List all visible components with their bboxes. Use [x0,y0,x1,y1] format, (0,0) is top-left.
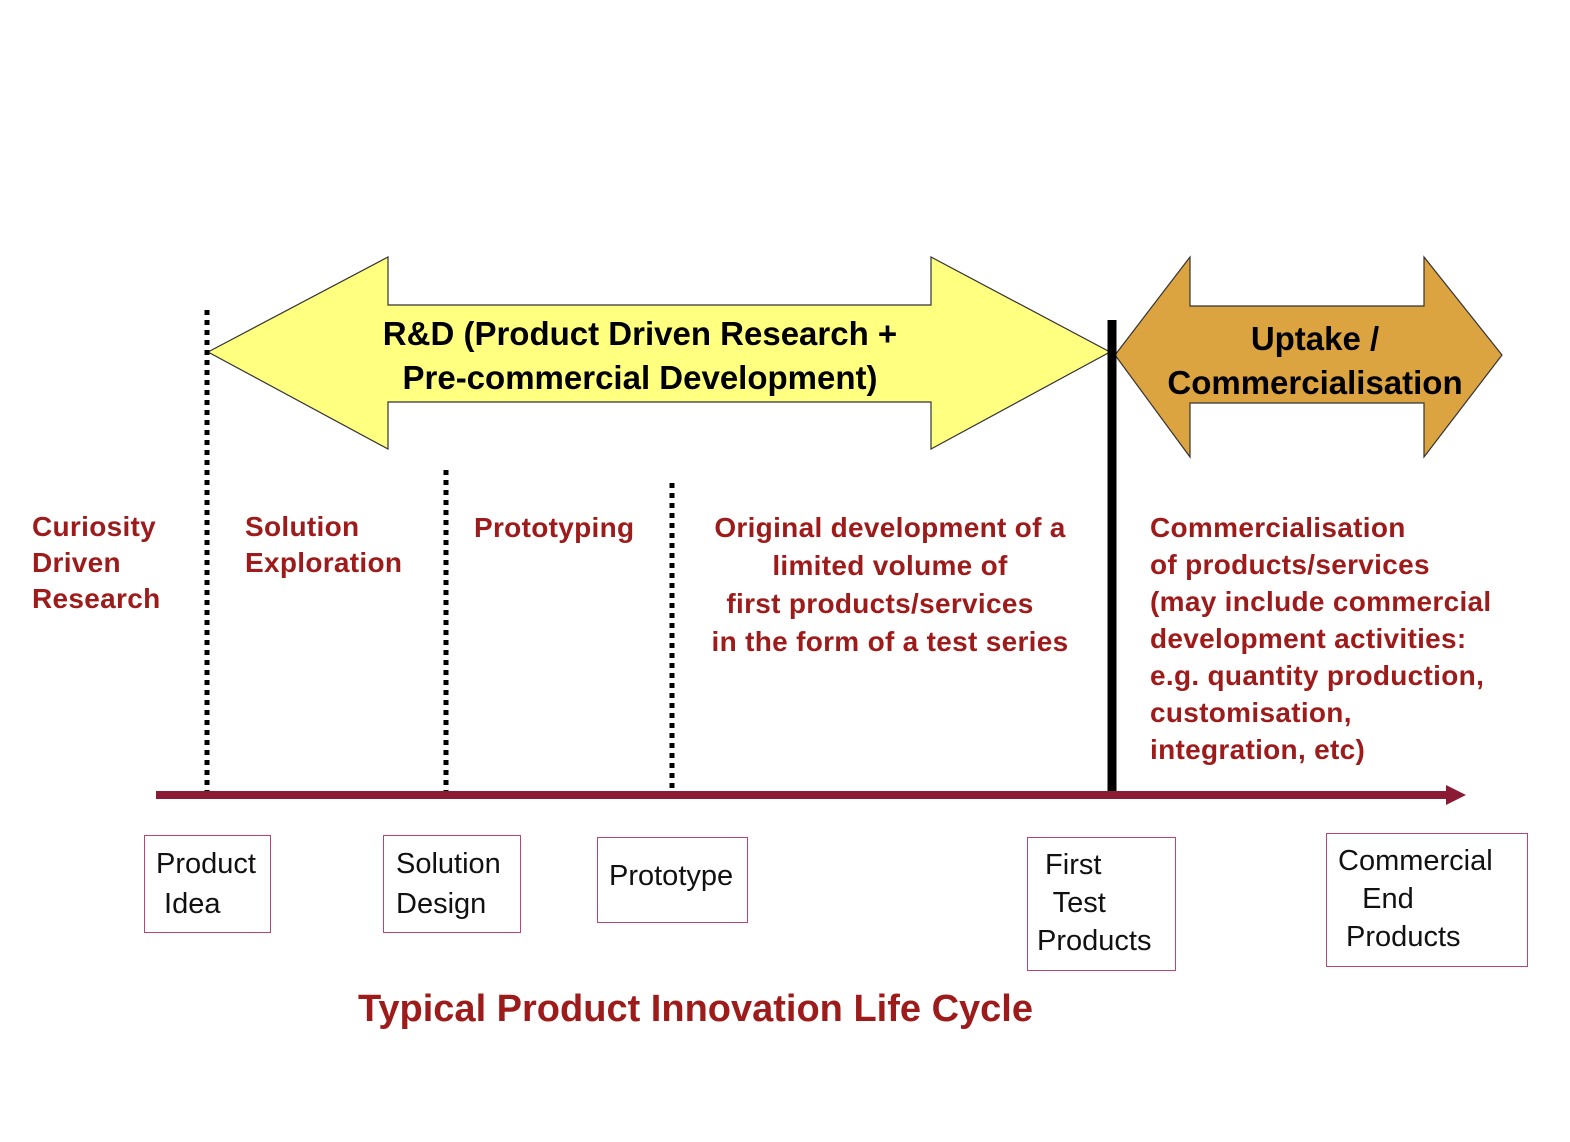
milestone-prototype: Prototype [597,837,748,923]
rd-arrow-label: R&D (Product Driven Research + Pre-comme… [340,312,940,400]
phase-text: limited volume of [772,550,1008,581]
phase-text: Research [32,583,161,614]
uptake-arrow-label: Uptake / Commercialisation [1140,317,1490,405]
rd-label-line2: Pre-commercial Development) [402,359,878,396]
phase-text: in the form of a test series [711,626,1069,657]
milestone-commercial-end-products: Commercial End Products [1326,833,1528,967]
uptake-label-line2: Commercialisation [1167,364,1463,401]
phase-prototyping: Prototyping [474,509,634,546]
milestone-solution-design: Solution Design [383,835,521,933]
diagram-title: Typical Product Innovation Life Cycle [358,988,1033,1030]
phase-text: Curiosity [32,511,157,542]
phase-text: Prototyping [474,512,635,543]
phase-text: Exploration [245,547,403,578]
phase-text: development activities: [1150,623,1467,654]
phase-text: integration, etc) [1150,734,1366,765]
phase-solution-exploration: Solution Exploration [245,509,402,581]
phase-text: Original development of a [714,512,1066,543]
phase-text: Driven [32,547,121,578]
phase-text: first products/services [726,588,1034,619]
phase-commercialisation: Commercialisation of products/services (… [1150,509,1491,768]
phase-original-development: Original development of a limited volume… [690,509,1090,661]
uptake-label-line1: Uptake / [1250,320,1380,357]
phase-text: Solution [245,511,360,542]
phase-text: Commercialisation [1150,512,1406,543]
rd-label-line1: R&D (Product Driven Research + [382,315,898,352]
milestone-first-test-products: First Test Products [1027,837,1176,971]
phase-text: of products/services [1150,549,1430,580]
milestone-product-idea: Product Idea [144,835,271,933]
timeline-arrowhead [1446,785,1466,805]
phase-text: (may include commercial [1150,586,1492,617]
phase-text: e.g. quantity production, [1150,660,1485,691]
phase-text: customisation, [1150,697,1352,728]
phase-curiosity-driven-research: Curiosity Driven Research [32,509,160,617]
uptake-double-arrow [1114,255,1503,459]
